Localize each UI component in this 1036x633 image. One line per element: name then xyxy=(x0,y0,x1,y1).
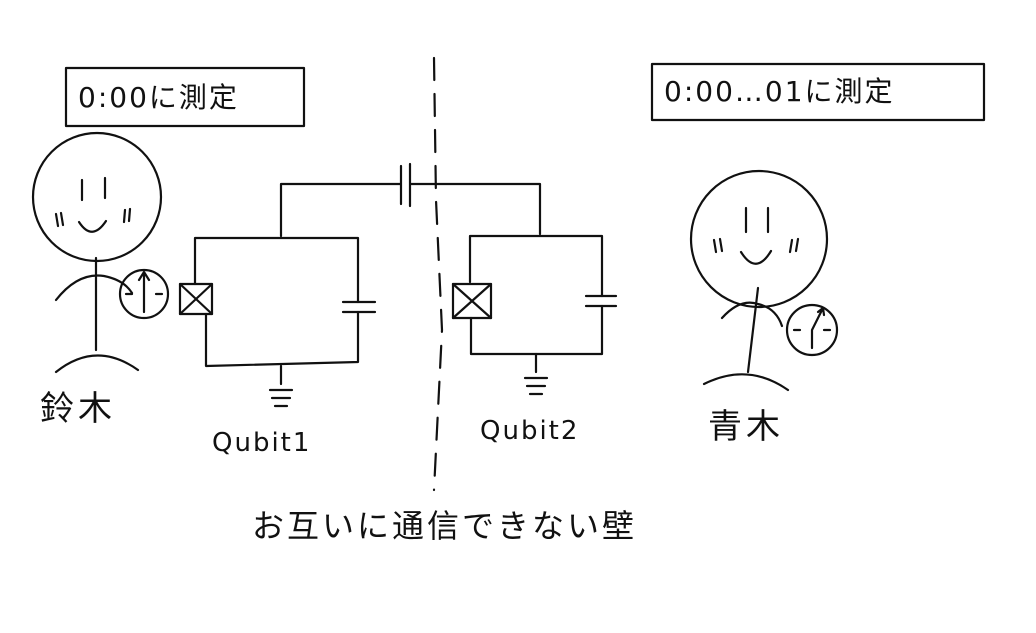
left-person-head xyxy=(31,131,163,263)
qubit2-junction-icon xyxy=(451,282,493,320)
left-person-eyes xyxy=(80,176,107,202)
right-person-legs xyxy=(702,373,790,392)
left-person-legs xyxy=(54,354,140,374)
qubit1-ground-icon xyxy=(268,364,294,408)
left-person-name: 鈴木 xyxy=(40,389,116,429)
left-person-cheeks xyxy=(54,207,132,228)
qubit2-circuit xyxy=(451,234,618,396)
right-person-arms xyxy=(720,301,784,328)
qubit1-junction-icon xyxy=(178,282,214,316)
right-person-body xyxy=(746,286,760,374)
left-person-smile xyxy=(77,219,108,233)
right-person-name: 青木 xyxy=(708,407,784,447)
wall-caption: お互いに通信できない壁 xyxy=(252,507,638,545)
left-person xyxy=(31,131,163,374)
right-person xyxy=(689,169,829,392)
right-person-cheeks xyxy=(712,237,800,254)
left-measure-box xyxy=(64,66,306,128)
qubit1-label: Qubit1 xyxy=(212,428,312,458)
right-measure-box xyxy=(650,62,986,122)
coupling-wire-right xyxy=(409,182,542,236)
coupling-capacitor xyxy=(399,162,412,208)
coupling-wire-left xyxy=(279,182,402,238)
right-person-head xyxy=(689,169,829,309)
right-person-eyes xyxy=(744,206,770,234)
left-person-arms xyxy=(54,274,134,302)
qubit2-ground-icon xyxy=(523,352,549,396)
qubit1-circuit xyxy=(178,236,377,408)
left-measure-label: 0:00に測定 xyxy=(78,81,239,114)
qubit2-label: Qubit2 xyxy=(480,416,580,446)
wall-dashed-line xyxy=(432,56,444,492)
left-clock-icon xyxy=(118,268,170,320)
right-person-smile xyxy=(739,249,773,265)
right-clock-icon xyxy=(785,303,839,357)
right-measure-label: 0:00…01に測定 xyxy=(664,75,895,108)
